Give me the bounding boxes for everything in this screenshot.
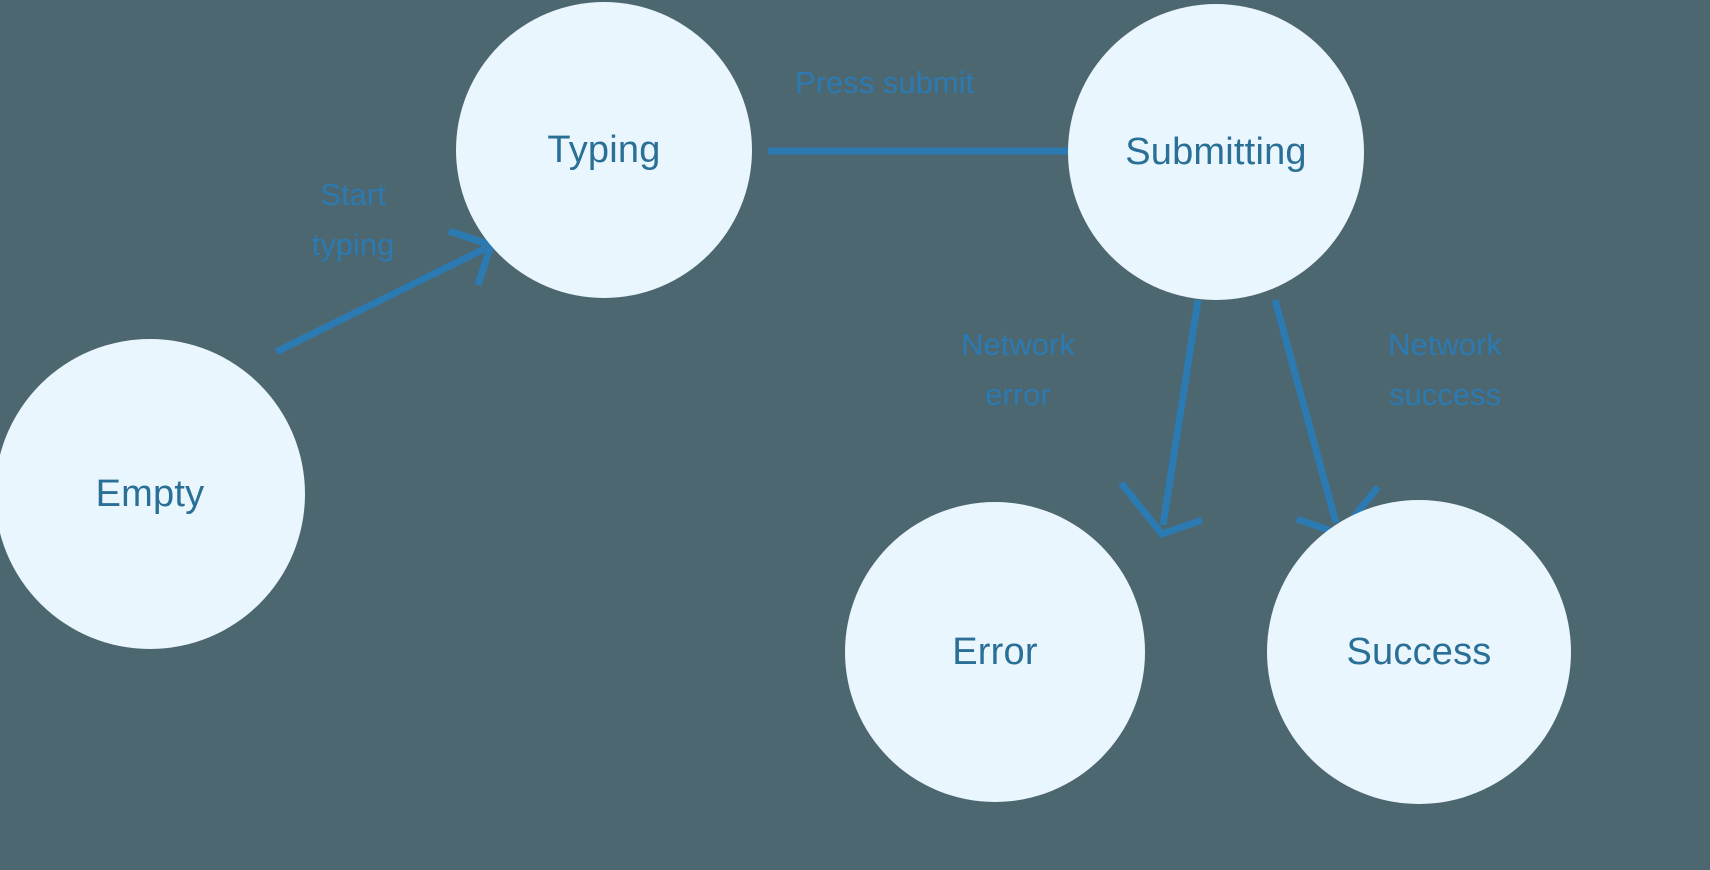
state-node-typing[interactable]: Typing	[456, 2, 752, 298]
edge-label-press-submit: Press submit	[795, 65, 975, 100]
state-node-empty-label: Empty	[95, 473, 205, 515]
edge-label-network-error: Network error	[961, 327, 1075, 413]
state-node-success[interactable]: Success	[1267, 500, 1571, 804]
state-node-error[interactable]: Error	[845, 502, 1145, 802]
edge-line-empty-to-typing	[274, 244, 488, 356]
arrowhead-submitting-to-error	[1118, 480, 1204, 539]
state-node-success-label: Success	[1346, 631, 1492, 673]
edge-line-submitting-to-success	[1271, 299, 1340, 524]
edge-line-submitting-to-error	[1159, 299, 1202, 526]
edge-label-start-typing: Start typing	[311, 177, 395, 263]
state-node-error-label: Error	[952, 631, 1038, 673]
edge-submitting-to-error	[1118, 299, 1204, 539]
state-node-empty[interactable]: Empty	[0, 339, 305, 649]
state-node-typing-label: Typing	[547, 129, 661, 171]
edge-label-network-success: Network success	[1388, 327, 1502, 413]
state-node-submitting[interactable]: Submitting	[1068, 4, 1364, 300]
state-node-submitting-label: Submitting	[1125, 131, 1307, 173]
